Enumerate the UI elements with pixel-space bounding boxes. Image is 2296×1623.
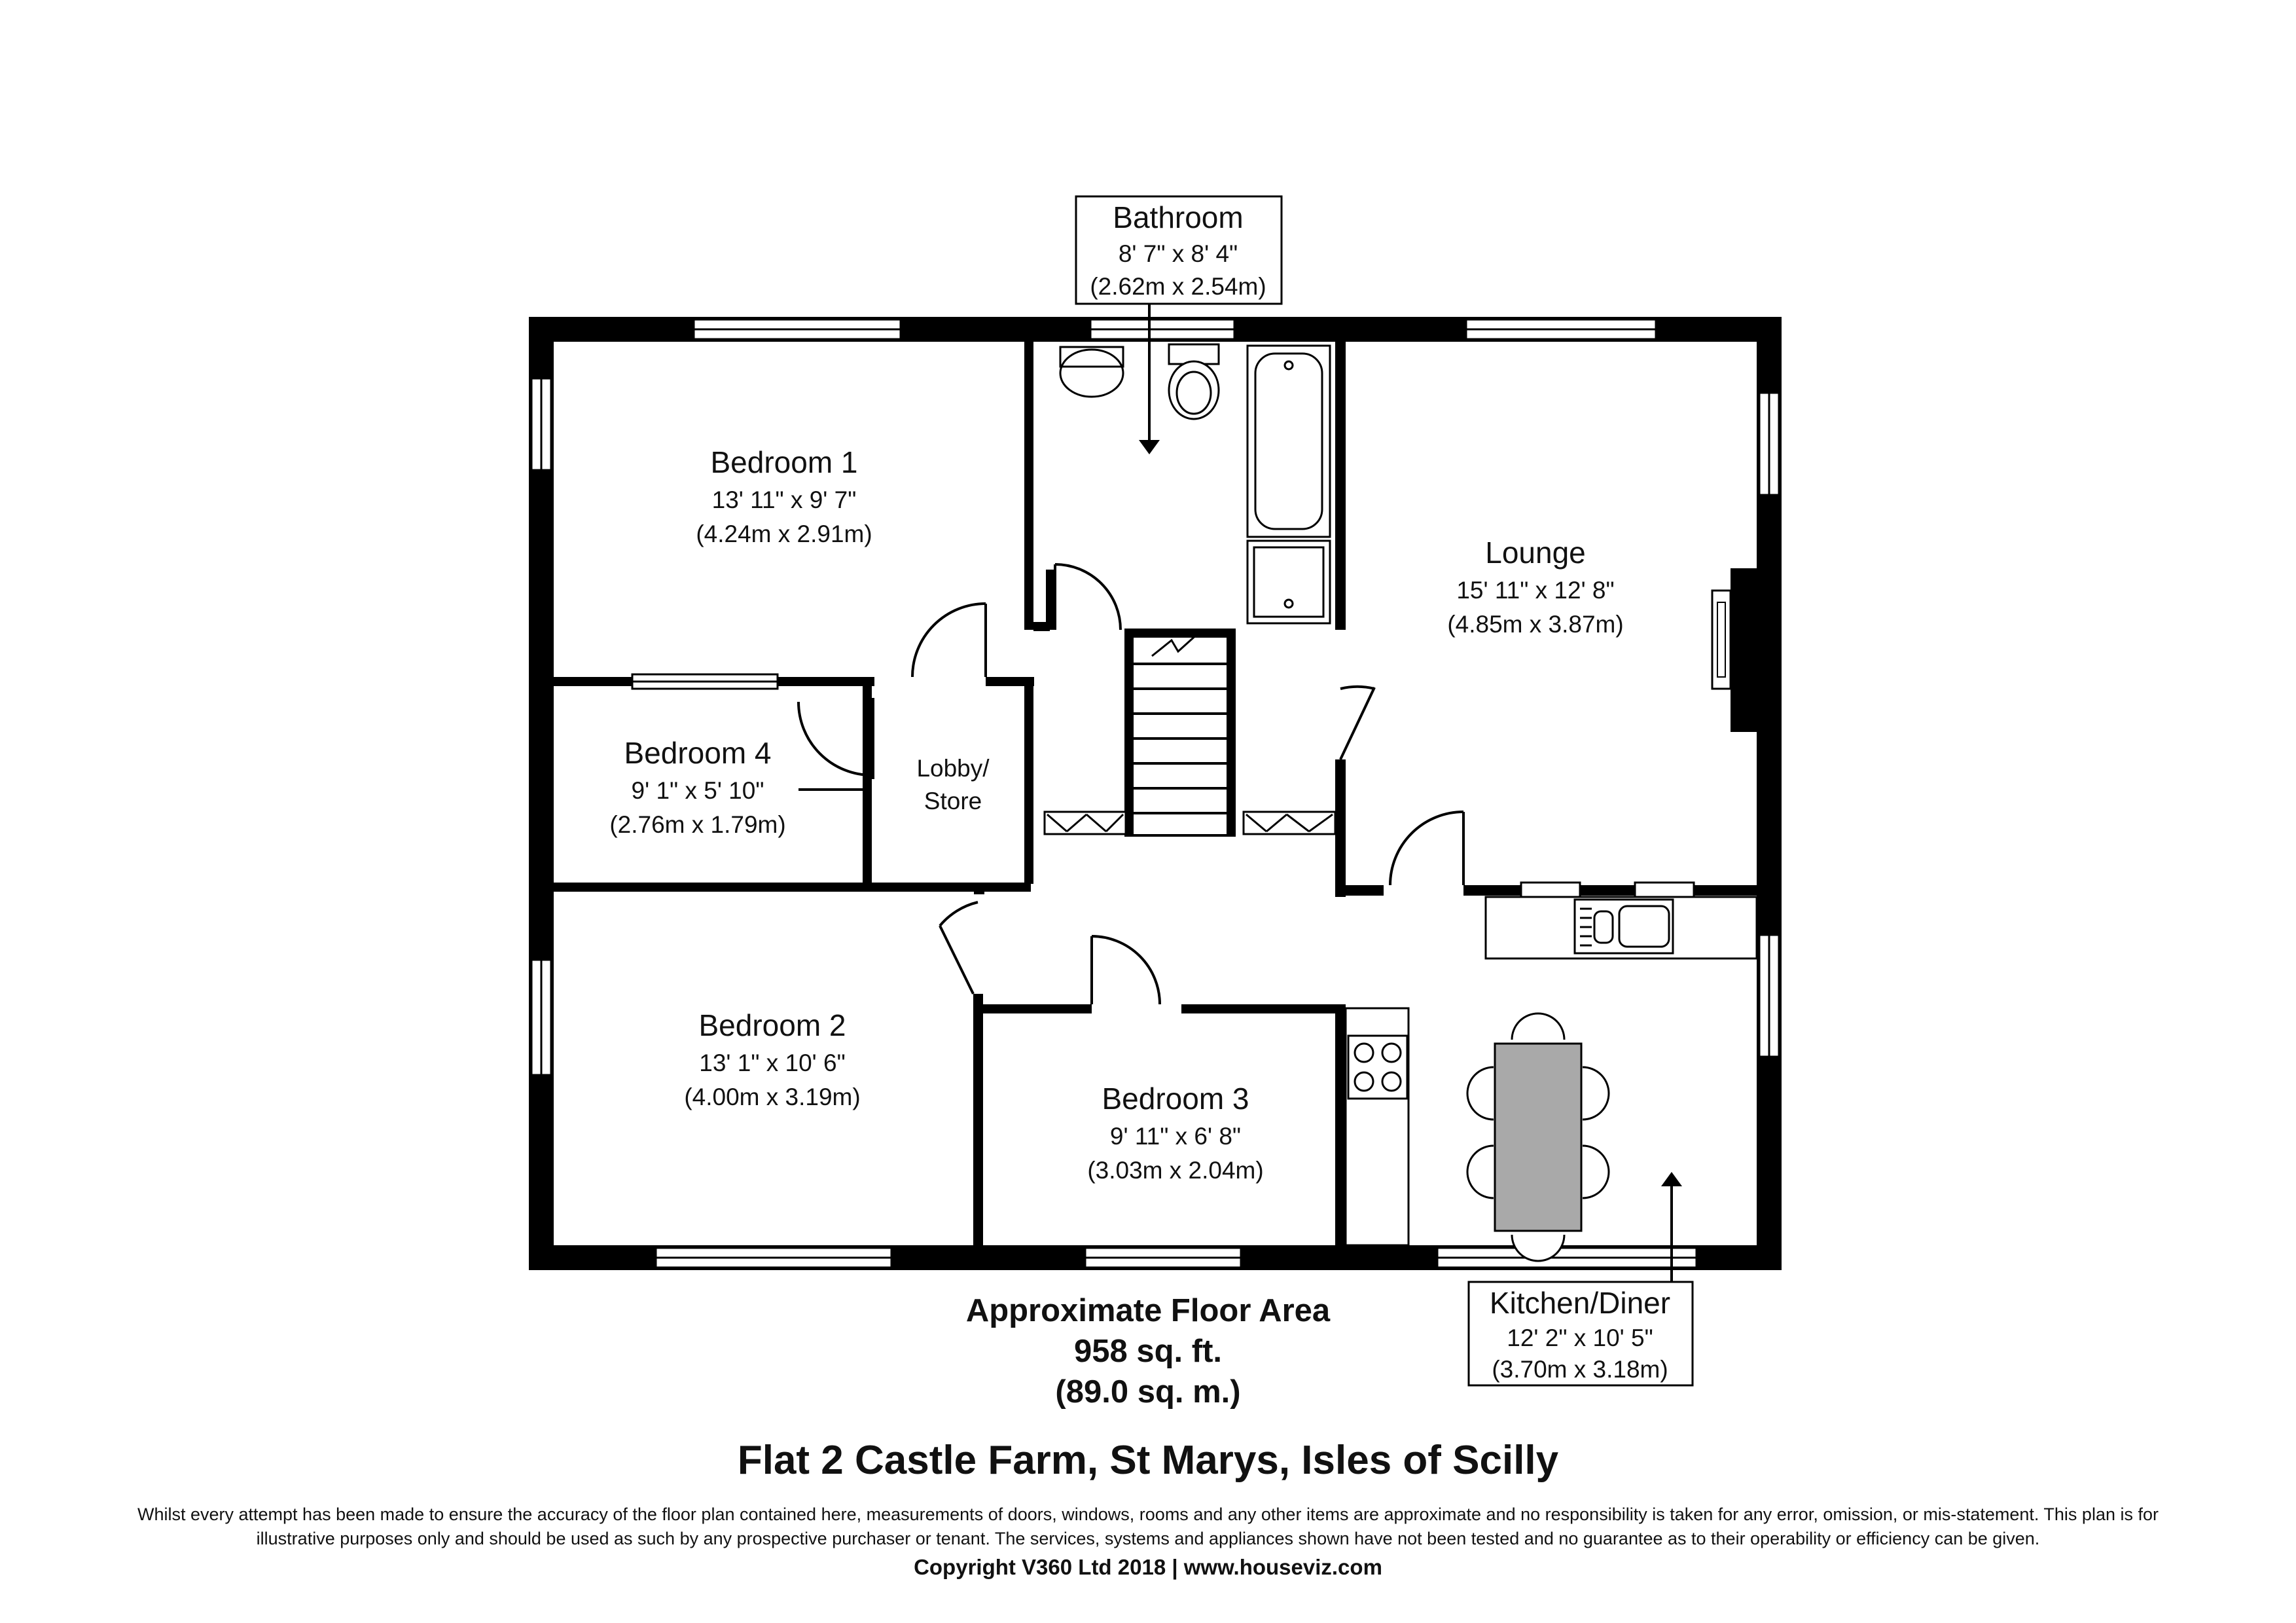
chair-icon [1582,1066,1610,1121]
kitchen-pointer [1661,1172,1682,1287]
hob-icon [1347,1034,1408,1100]
kitchen-fixtures [1344,896,1758,1247]
bedroom4-metric: (2.76m x 1.79m) [609,811,785,838]
lounge-metric: (4.85m x 3.87m) [1447,611,1623,638]
chair-icon [1466,1144,1494,1199]
copyright: Copyright V360 Ltd 2018 | www.houseviz.c… [914,1555,1382,1579]
bedroom3-name: Bedroom 3 [1102,1082,1249,1116]
bedroom1-imperial: 13' 11" x 9' 7" [712,486,857,513]
staircase [1124,629,1236,837]
bedroom2-name: Bedroom 2 [698,1008,846,1042]
chair-icon [1511,1234,1566,1262]
doors [797,563,1465,1005]
bedroom4-imperial: 9' 1" x 5' 10" [632,777,764,804]
cupboards-hall [1043,811,1336,835]
bathroom-metric: (2.62m x 2.54m) [1090,273,1266,300]
windows [530,318,1780,1269]
lobby-name-line1: Lobby/ [916,755,990,782]
lounge-name: Lounge [1485,536,1586,570]
kitchen-label-box [1467,1281,1694,1387]
bathroom-fixtures [1059,343,1331,625]
bedroom1-metric: (4.24m x 2.91m) [696,520,872,547]
bedroom4-name: Bedroom 4 [624,736,771,770]
disclaimer-line-1: Whilst every attempt has been made to en… [137,1504,2159,1524]
bathroom-name: Bathroom [1113,200,1243,234]
chair-icon [1466,1066,1494,1121]
disclaimer: Whilst every attempt has been made to en… [39,1503,2257,1551]
floor-area-sqm: (89.0 sq. m.) [1055,1374,1240,1410]
disclaimer-line-2: illustrative purposes only and should be… [256,1529,2040,1548]
bathroom-imperial: 8' 7" x 8' 4" [1119,240,1238,267]
bedroom2-metric: (4.00m x 3.19m) [684,1084,860,1110]
chair-icon [1582,1144,1610,1199]
chair-icon [1511,1012,1566,1040]
floor-area-title: Approximate Floor Area [966,1293,1331,1328]
dining-table [1494,1042,1583,1232]
floor-area-sqft: 958 sq. ft. [1074,1334,1222,1369]
bathroom-label-box [1075,195,1283,305]
window-kitchen-internal-2 [1634,881,1695,898]
lounge-imperial: 15' 11" x 12' 8" [1456,577,1614,604]
bedroom1-name: Bedroom 1 [710,445,857,479]
property-address: Flat 2 Castle Farm, St Marys, Isles of S… [737,1438,1559,1483]
basin-icon [1059,348,1124,398]
kitchen-metric: (3.70m x 3.18m) [1492,1356,1668,1383]
bedroom3-imperial: 9' 11" x 6' 8" [1110,1123,1241,1150]
bedroom2-imperial: 13' 1" x 10' 6" [699,1049,845,1076]
window-kitchen-internal-1 [1520,881,1581,898]
kitchen-imperial: 12' 2" x 10' 5" [1507,1324,1653,1351]
internal-walls [554,342,1757,1245]
lobby-name-line2: Store [924,788,982,814]
kitchen-name: Kitchen/Diner [1490,1286,1670,1320]
bathroom-pointer [1139,301,1160,454]
dining-set [1466,1012,1610,1262]
chimney-breast [1711,568,1757,732]
bedroom3-metric: (3.03m x 2.04m) [1087,1157,1263,1184]
